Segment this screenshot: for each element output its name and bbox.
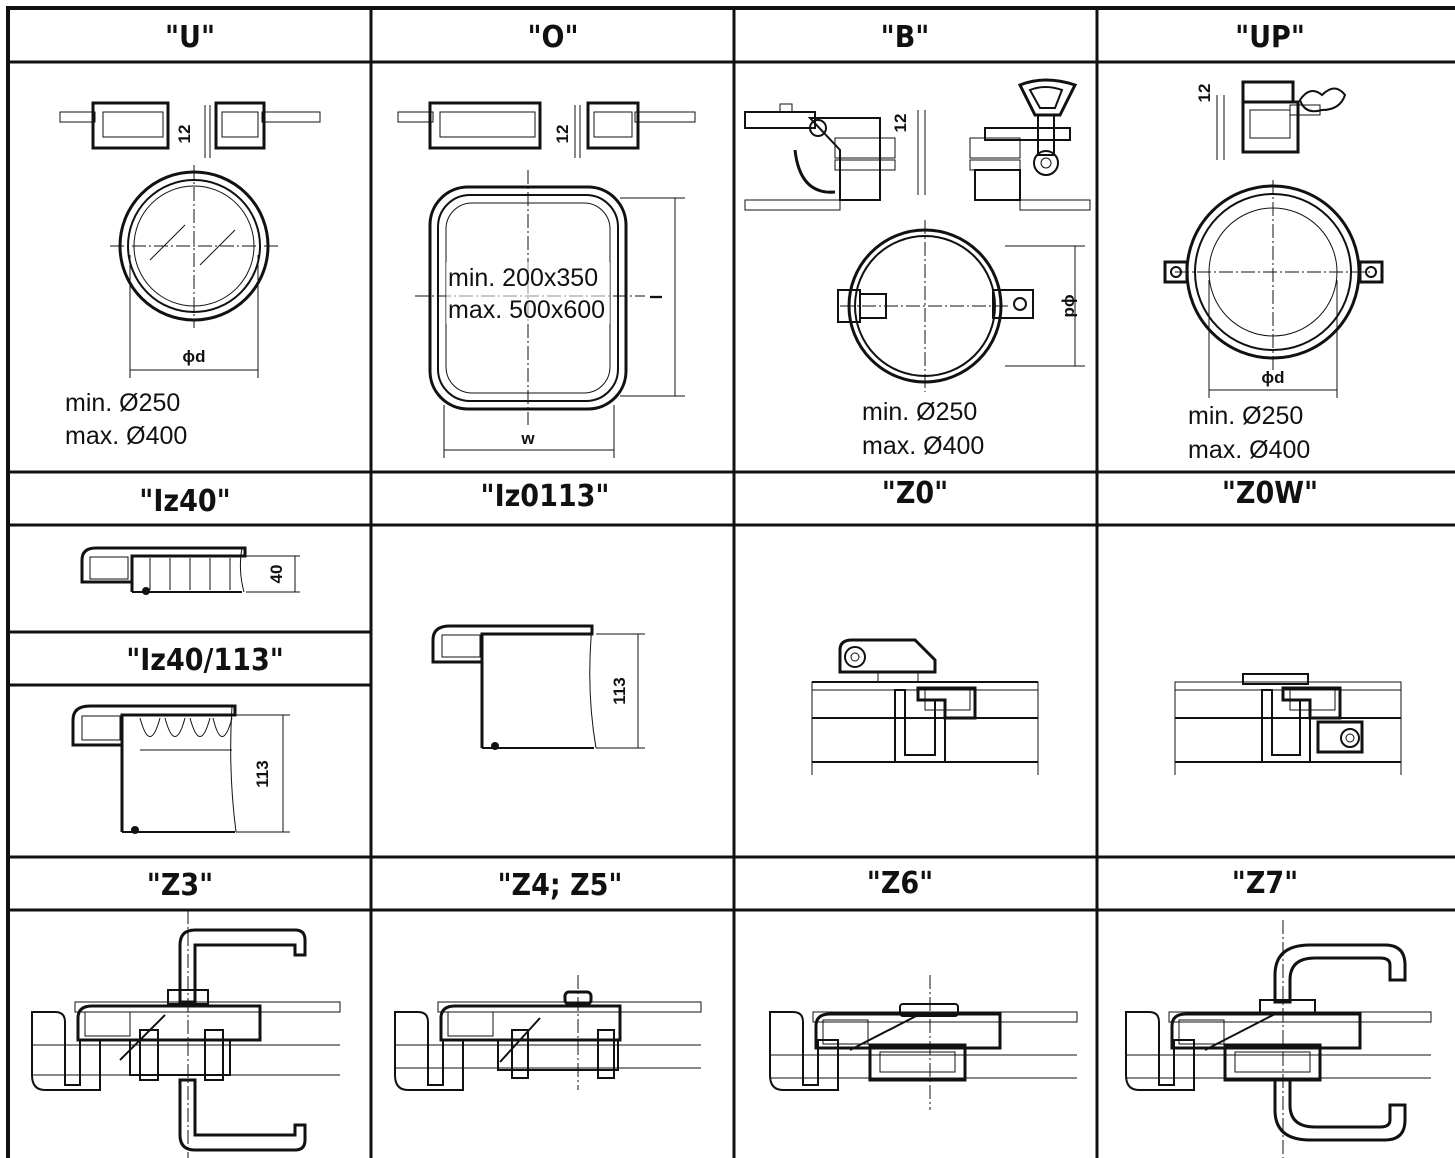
title-z3: "Z3" — [147, 868, 213, 903]
drawing-iz40-113: 113 — [71, 704, 290, 834]
drawing-b: 12 ϕd min. Ø250 max. Ø400 — [744, 78, 1091, 460]
dim-12-o: 12 — [553, 125, 572, 144]
note-min-o: min. 200x350 — [448, 264, 598, 292]
note-min-up: min. Ø250 — [1188, 402, 1303, 430]
drawing-o: 12 l w min. 200x350 max. 500x600 — [397, 101, 696, 458]
dim-w-o: w — [520, 429, 535, 448]
note-max-up: max. Ø400 — [1188, 436, 1310, 464]
drawing-z0w — [1174, 673, 1402, 775]
drawing-z6 — [769, 975, 1078, 1110]
note-max-o: max. 500x600 — [448, 296, 605, 324]
title-z6: "Z6" — [867, 866, 933, 901]
dim-d-b: ϕd — [1061, 294, 1080, 317]
title-iz40-113: "Iz40/113" — [126, 643, 284, 678]
title-b: "B" — [881, 20, 930, 55]
dim-12-up: 12 — [1195, 84, 1214, 103]
dim-12-b: 12 — [891, 114, 910, 133]
drawing-u: 12 ϕd min. Ø250 max. Ø400 — [59, 101, 321, 450]
drawing-z7 — [1125, 920, 1432, 1158]
note-min-u: min. Ø250 — [65, 389, 180, 417]
title-z4-z5: "Z4; Z5" — [497, 868, 622, 903]
title-o: "O" — [527, 20, 578, 55]
title-z0: "Z0" — [882, 476, 948, 511]
column-headers: "U" "O" "B" "UP" "Iz40" "Iz0113" "Z0" "Z… — [126, 20, 1318, 903]
dim-l-o: l — [647, 295, 666, 300]
title-u: "U" — [165, 20, 215, 55]
dim-d-up: ϕd — [1261, 368, 1284, 387]
dim-40: 40 — [267, 565, 286, 584]
drawing-up: 12 ϕd min. Ø250 max. Ø400 — [1163, 80, 1384, 464]
dim-d-u: ϕd — [182, 347, 205, 366]
note-max-b: max. Ø400 — [862, 432, 984, 460]
title-up: "UP" — [1235, 20, 1305, 55]
drawing-iz40: 40 — [80, 546, 300, 595]
drawing-z0 — [811, 638, 1039, 775]
note-max-u: max. Ø400 — [65, 422, 187, 450]
drawing-z3 — [31, 910, 341, 1158]
dim-113-a: 113 — [253, 760, 272, 787]
title-z0w: "Z0W" — [1222, 476, 1318, 511]
note-min-b: min. Ø250 — [862, 398, 977, 426]
table-grid — [6, 6, 1455, 1158]
title-iz40: "Iz40" — [139, 484, 230, 519]
dim-113-b: 113 — [610, 677, 629, 704]
drawing-iz0113: 113 — [431, 624, 645, 750]
dim-12-u: 12 — [175, 125, 194, 144]
drawing-z4-z5 — [394, 975, 702, 1091]
title-z7: "Z7" — [1232, 866, 1298, 901]
title-iz0113: "Iz0113" — [481, 479, 610, 514]
